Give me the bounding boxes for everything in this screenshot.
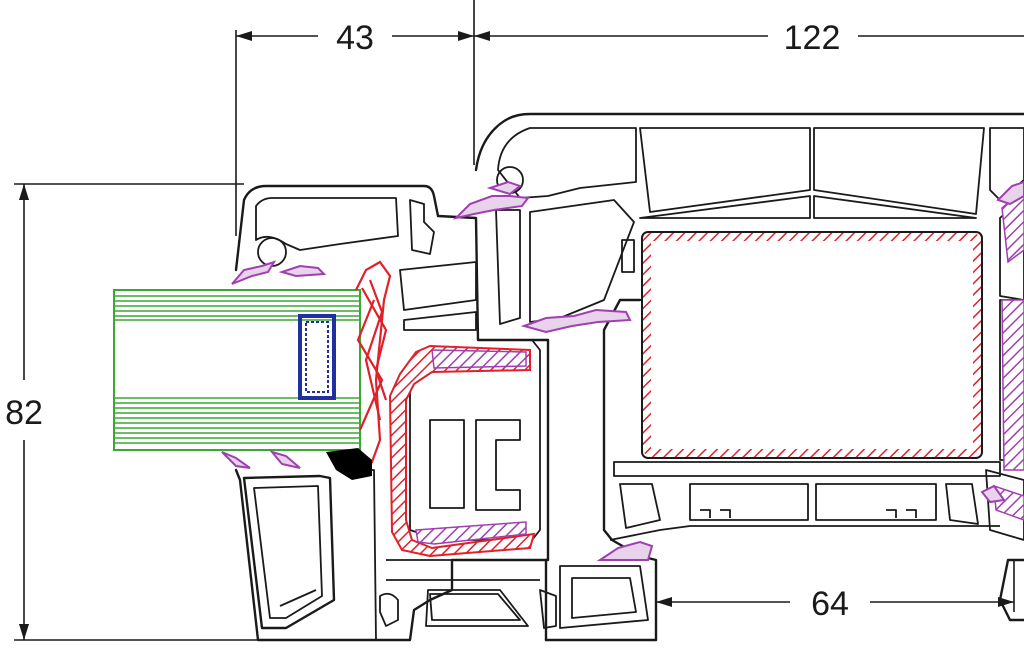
- frame-profile: [474, 112, 1024, 642]
- glazing-unit: [113, 289, 361, 451]
- gasket-frame-center: [520, 308, 632, 334]
- gasket-sash-outer-top-2: [278, 264, 327, 278]
- dimension-label-43: 43: [336, 19, 374, 57]
- glazing-spacer: [298, 314, 336, 400]
- gasket-right-bottom: [980, 484, 1006, 504]
- gasket-frame-top-2: [486, 180, 523, 196]
- gasket-frame-bottom: [596, 540, 654, 561]
- gaskets: [221, 180, 1024, 561]
- gasket-right-top: [996, 180, 1024, 206]
- gasket-frame-top: [452, 195, 530, 220]
- frame-steel-reinforcement: [641, 231, 983, 459]
- dimension-top-right: 122: [474, 19, 1024, 57]
- dimension-bottom-width: 64: [656, 560, 1015, 623]
- glazing-bead: [326, 260, 392, 480]
- gasket-sash-outer-top: [231, 260, 277, 285]
- dimension-label-64: 64: [811, 585, 849, 623]
- sash-steel-reinforcement: [388, 344, 536, 558]
- glass-pane-lines-bottom: [114, 397, 360, 444]
- dimension-top-left: 43: [235, 0, 475, 236]
- dimension-left-height: 82: [5, 183, 258, 641]
- gasket-sash-outer-bottom: [221, 451, 251, 469]
- dimension-label-82: 82: [5, 394, 43, 432]
- gasket-sash-outer-bottom-2: [269, 450, 301, 469]
- right-steel-fragment: [993, 189, 1024, 521]
- dimension-label-122: 122: [784, 19, 841, 57]
